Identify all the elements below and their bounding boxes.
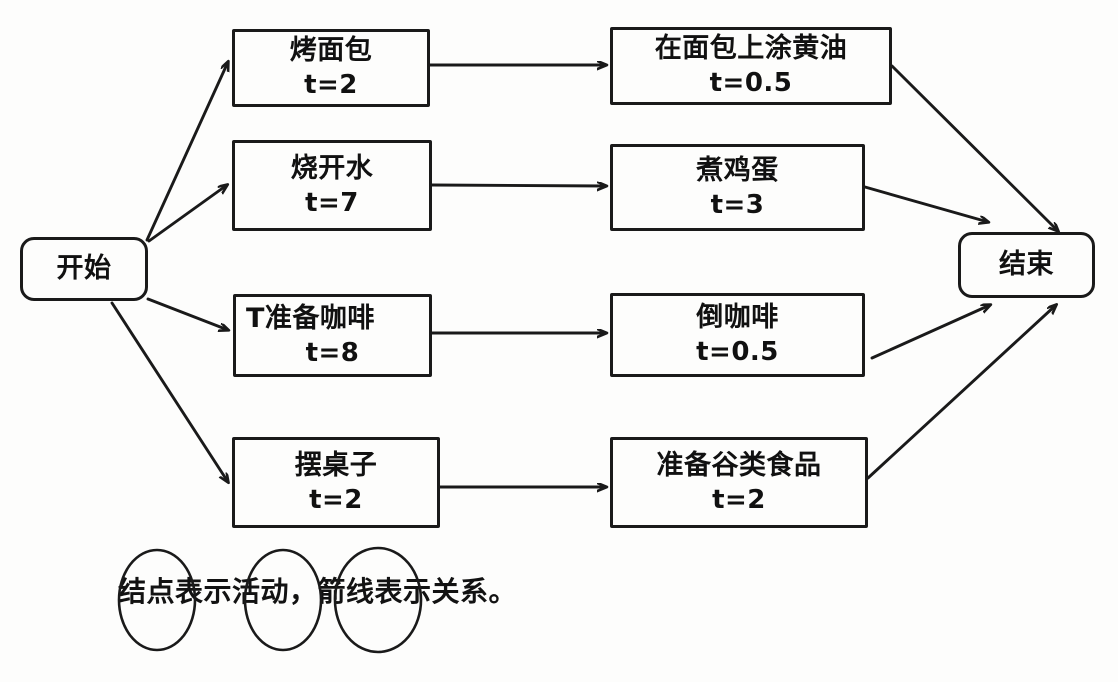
edge-boilegg-to-end [863, 185, 988, 222]
end-node[interactable]: 结束 [958, 232, 1095, 298]
task-duration-boil-egg: t=3 [710, 189, 765, 220]
task-node-toast-bread[interactable]: 烤面包 t=2 [232, 29, 430, 107]
task-node-pour-coffee[interactable]: 倒咖啡 t=0.5 [610, 293, 865, 377]
task-title-toast-bread: 烤面包 [289, 35, 373, 67]
edge-pour-to-end [870, 305, 990, 360]
edge-butter-to-end [890, 64, 1058, 231]
task-title-prep-cereal: 准备谷类食品 [656, 449, 822, 481]
task-duration-prep-coffee: t=8 [305, 337, 360, 368]
start-node[interactable]: 开始 [20, 237, 148, 301]
task-node-prep-cereal[interactable]: 准备谷类食品 t=2 [610, 437, 868, 528]
task-node-set-table[interactable]: 摆桌子 t=2 [232, 437, 440, 528]
end-node-label: 结束 [999, 249, 1054, 281]
task-duration-set-table: t=2 [309, 484, 363, 515]
task-duration-prep-cereal: t=2 [712, 484, 766, 515]
diagram-caption: 结点表示活动，箭线表示关系。 [118, 575, 518, 608]
edge-start-to-boil-water [147, 185, 227, 243]
task-title-butter-bread: 在面包上涂黄油 [654, 33, 848, 65]
task-title-set-table: 摆桌子 [294, 449, 378, 481]
task-title-boil-egg: 煮鸡蛋 [696, 154, 779, 186]
task-node-boil-egg[interactable]: 煮鸡蛋 t=3 [610, 144, 865, 231]
start-node-label: 开始 [56, 253, 112, 285]
task-duration-pour-coffee: t=0.5 [696, 337, 779, 368]
task-node-boil-water[interactable]: 烧开水 t=7 [232, 140, 432, 231]
task-duration-toast-bread: t=2 [304, 70, 358, 101]
edge-cereal-to-end [866, 305, 1056, 480]
task-title-prep-coffee: T准备咖啡 [246, 302, 375, 334]
task-node-prep-coffee[interactable]: T准备咖啡 t=8 [233, 294, 432, 377]
edge-start-to-toast-bread [145, 62, 228, 242]
task-title-boil-water: 烧开水 [290, 152, 374, 184]
task-node-butter-bread[interactable]: 在面包上涂黄油 t=0.5 [610, 27, 892, 105]
task-duration-butter-bread: t=0.5 [709, 68, 793, 99]
task-title-pour-coffee: 倒咖啡 [696, 302, 779, 334]
edge-start-to-prep-coffee [146, 297, 228, 330]
edge-start-to-set-table [110, 301, 228, 482]
task-duration-boil-water: t=7 [305, 187, 359, 218]
edge-boilwater-to-boilegg [430, 185, 606, 186]
